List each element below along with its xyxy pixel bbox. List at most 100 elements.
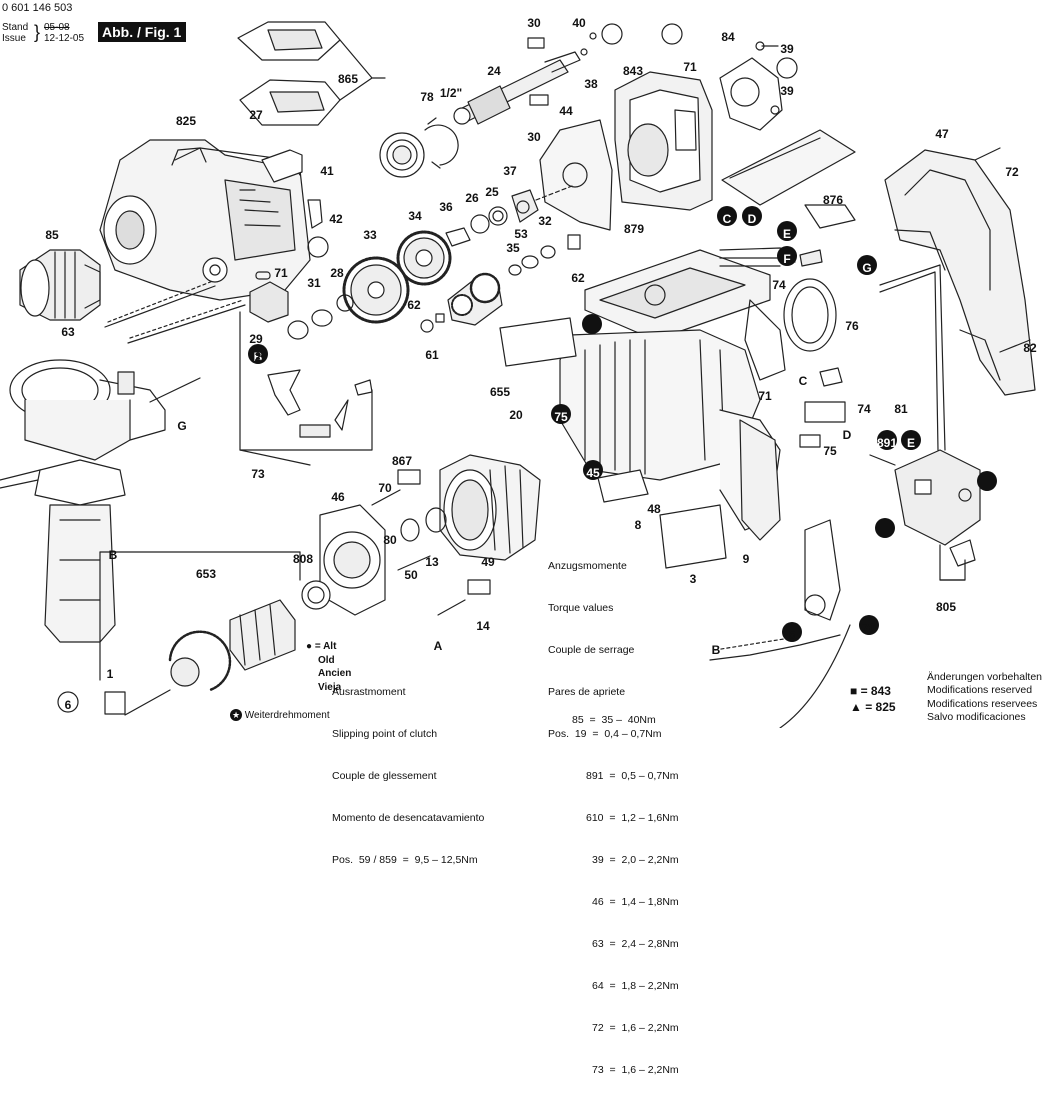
- part-label: 25: [485, 185, 499, 199]
- torque-title-fr: Couple de serrage: [548, 644, 635, 656]
- modifications-fr: Modifications reservees: [927, 697, 1038, 710]
- part-label: 6: [65, 698, 72, 712]
- switch-4: [894, 449, 981, 581]
- modifications-de: Änderungen vorbehalten: [927, 671, 1043, 683]
- clutch-title-fr: Couple de glessement: [332, 770, 437, 782]
- part-label: 843: [623, 64, 643, 78]
- part-label: C: [314, 243, 323, 257]
- part-label: 35: [506, 241, 520, 255]
- part-label: 8: [635, 518, 642, 532]
- torque-title-es: Pares de apriete: [548, 686, 626, 698]
- side-handle: [0, 359, 201, 643]
- stand-label: Stand: [2, 22, 29, 33]
- part-label: 9: [743, 552, 750, 566]
- issue-date: 12-12-05: [44, 33, 85, 44]
- part-label: C: [668, 30, 677, 44]
- part-label: 76: [845, 319, 859, 333]
- brace: }: [34, 22, 41, 42]
- old-line: Vieja: [318, 681, 342, 693]
- part-label: B: [254, 350, 263, 364]
- symbol-legend: ■ = 843 ▲ = 825: [850, 683, 896, 715]
- part-label: 50: [404, 568, 418, 582]
- part-label: D: [843, 428, 852, 442]
- exploded-parts-diagram: 0 601 146 503 Stand Issue } 05-08 12-12-…: [0, 2, 1042, 1076]
- part-label: 88: [346, 362, 360, 376]
- part-label: 891: [877, 436, 897, 450]
- torque-row: 46 = 1,4 – 1,8Nm: [592, 896, 679, 908]
- modifications-note: Änderungen vorbehalten Modifications res…: [927, 671, 1042, 724]
- part-label: 39: [780, 84, 794, 98]
- part-label: 70: [378, 481, 392, 495]
- symbol-843: ■ = 843: [850, 684, 891, 698]
- torque-row: 63 = 2,4 – 2,8Nm: [592, 938, 679, 950]
- part-label: 655: [490, 385, 510, 399]
- torque-row: Pos. 19 = 0,4 – 0,7Nm: [548, 728, 662, 740]
- armature-3: [124, 599, 296, 716]
- part-label: 47: [935, 127, 949, 141]
- part-label: 44: [559, 104, 573, 118]
- torque-row: 64 = 1,8 – 2,2Nm: [592, 980, 679, 992]
- issue-label: Issue: [2, 33, 26, 44]
- figure-label: Abb. / Fig. 1: [98, 22, 186, 42]
- part-label: 49: [481, 555, 495, 569]
- part-label: 1: [107, 667, 114, 681]
- part-label: 78: [420, 90, 434, 104]
- part-label: 859: [448, 337, 468, 351]
- part-label: 46: [331, 490, 345, 504]
- modifications-en: Modifications reserved: [927, 684, 1033, 697]
- gear-34: [396, 230, 452, 286]
- part-label: 53: [514, 227, 528, 241]
- part-label: E: [907, 436, 915, 450]
- part-label: 41: [320, 164, 334, 178]
- part-label: 14: [476, 619, 490, 633]
- clutch-title-en: Slipping point of clutch: [332, 728, 438, 740]
- cover-865: [237, 21, 386, 126]
- drawing-canvas: 3040B3824C718438439A3986527781/2"8254144…: [0, 16, 1037, 728]
- part-label: 30: [527, 16, 541, 30]
- stator-2: [439, 454, 541, 561]
- spindle-24: [453, 51, 581, 125]
- part-label: A: [434, 639, 443, 653]
- part-label: 26: [465, 191, 479, 205]
- callout-circles: [57, 23, 997, 713]
- part-label: 61: [425, 348, 439, 362]
- part-label: 72: [1005, 165, 1019, 179]
- torque-table: Anzugsmomente Torque values Couple de se…: [548, 531, 679, 1105]
- part-label: 39: [780, 42, 794, 56]
- torque-title-en: Torque values: [548, 602, 614, 614]
- part-label: 31: [307, 276, 321, 290]
- part-label: B: [712, 643, 721, 657]
- torque-row: 610 = 1,2 – 1,6Nm: [586, 812, 679, 824]
- part-label: 867: [392, 454, 412, 468]
- symbol-825: ▲ = 825: [850, 700, 896, 714]
- part-label: D: [748, 212, 757, 226]
- star-icon: ★: [230, 709, 242, 721]
- part-label: 75: [823, 444, 837, 458]
- part-label: 80: [383, 533, 397, 547]
- part-label: E: [783, 227, 791, 241]
- part-label: 33: [363, 228, 377, 242]
- part-label: 63: [61, 325, 75, 339]
- part-label: 30: [527, 130, 541, 144]
- part-label: B: [608, 30, 617, 44]
- part-label: F: [783, 252, 790, 266]
- part-label: 38: [584, 77, 598, 91]
- part-label: 62: [407, 298, 421, 312]
- part-label: A: [993, 590, 1002, 604]
- reverse-torque-note: ★ Weiterdrehmoment: [230, 709, 330, 723]
- clutch-row: Pos. 59 / 859 = 9,5 – 12,5Nm: [332, 854, 478, 866]
- part-label: 70: [862, 621, 876, 635]
- part-label: 74: [772, 278, 786, 292]
- part-label: 3: [690, 572, 697, 586]
- part-label: A: [839, 556, 848, 570]
- old-line: Old: [318, 654, 335, 666]
- old-legend: ● = Alt Old Ancien Vieja: [306, 640, 351, 694]
- part-label: 45: [586, 466, 600, 480]
- part-label: 653: [196, 567, 216, 581]
- torque-row: 72 = 1,6 – 2,2Nm: [592, 1022, 679, 1034]
- gear-33: [342, 256, 410, 324]
- part-label: 805: [936, 600, 956, 614]
- torque-row: 39 = 2,0 – 2,2Nm: [592, 854, 679, 866]
- part-label: G: [862, 261, 871, 275]
- part-label: C: [723, 212, 732, 226]
